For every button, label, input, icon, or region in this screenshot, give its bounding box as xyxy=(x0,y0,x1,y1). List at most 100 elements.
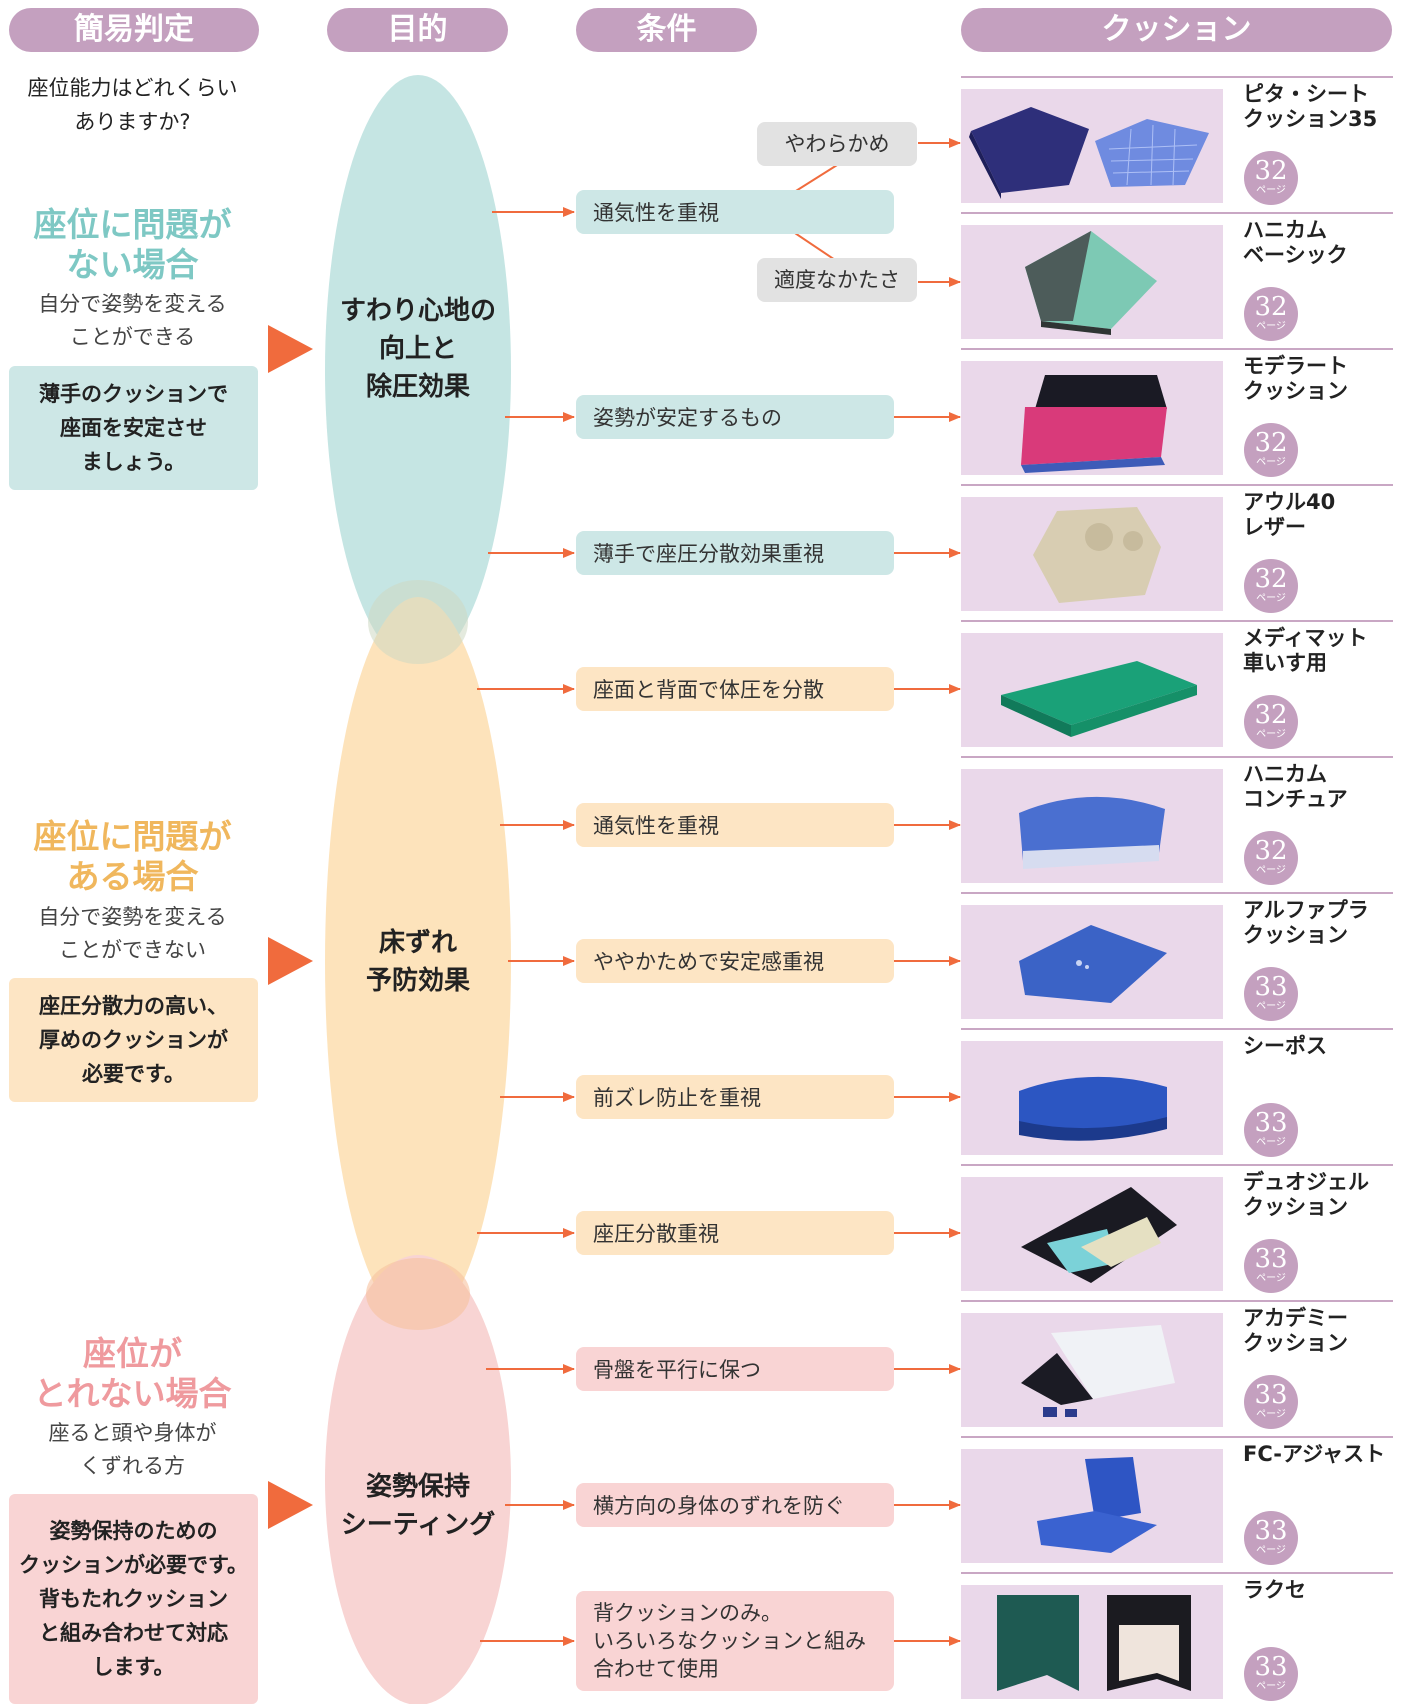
purpose-line: 除圧効果 xyxy=(365,372,470,402)
duo-gel-cushion-image xyxy=(961,1177,1223,1291)
condition-label: 通気性を重視 xyxy=(593,201,719,225)
product-name: FC-アジャスト xyxy=(1243,1442,1403,1467)
purpose-bedsore-prevention: 床ずれ 予防効果 xyxy=(318,924,518,1000)
page-number: 32 xyxy=(1254,156,1288,186)
advice-line: クッションが必要です。 xyxy=(19,1553,248,1577)
condition-item: 通気性を重視 xyxy=(576,190,894,234)
case-desc-line: くずれる方 xyxy=(80,1454,185,1478)
purpose-ellipses xyxy=(325,75,511,1704)
case-advice-no-problem: 薄手のクッションで 座面を安定させ ましょう。 xyxy=(9,366,258,490)
page-number: 32 xyxy=(1254,292,1288,322)
page-unit: ページ xyxy=(1256,1545,1286,1556)
case-desc-line: 座ると頭や身体が xyxy=(48,1421,217,1445)
page-unit: ページ xyxy=(1256,1273,1286,1284)
sub-condition-moderate: 適度なかたさ xyxy=(757,258,917,302)
advice-line: 必要です。 xyxy=(82,1062,185,1086)
product-name: アウル40 レザー xyxy=(1243,490,1403,540)
blue-gel-seat-cushion-image xyxy=(961,89,1223,203)
product-name: ハニカム ベーシック xyxy=(1243,218,1403,268)
case-desc-no-problem: 自分で姿勢を変える ことができる xyxy=(0,288,265,354)
header-cushion: クッション xyxy=(961,8,1392,52)
condition-item: 横方向の身体のずれを防ぐ xyxy=(576,1483,894,1527)
case-desc-cannot-sit: 座ると頭や身体が くずれる方 xyxy=(0,1417,265,1483)
advice-line: と組み合わせて対応 xyxy=(39,1621,228,1645)
purpose-ellipse-comfort xyxy=(325,75,511,665)
purpose-comfort: すわり心地の 向上と 除圧効果 xyxy=(318,292,518,406)
case-advice-has-problem: 座圧分散力の高い、 厚めのクッションが 必要です。 xyxy=(9,978,258,1102)
moderato-cushion-image xyxy=(961,361,1223,475)
product-name-line: 車いす用 xyxy=(1243,651,1327,675)
product-name-line: モデラート xyxy=(1243,354,1348,378)
page-number: 33 xyxy=(1254,1244,1288,1274)
product-name-line: コンチュア xyxy=(1243,787,1348,811)
case-title-line: ある場合 xyxy=(66,857,199,896)
product-name-line: シーポス xyxy=(1243,1034,1327,1058)
purpose-line: 予防効果 xyxy=(365,966,470,996)
case-title-cannot-sit: 座位が とれない場合 xyxy=(0,1334,265,1414)
page-number: 32 xyxy=(1254,564,1288,594)
case-title-line: 座位が xyxy=(83,1334,182,1373)
advice-line: 姿勢保持のための xyxy=(49,1519,218,1543)
question-line: ありますか? xyxy=(74,110,191,134)
condition-label: 合わせて使用 xyxy=(593,1657,719,1681)
product-name-line: レザー xyxy=(1243,515,1306,539)
purpose-line: 姿勢保持 xyxy=(365,1472,470,1502)
condition-label: 前ズレ防止を重視 xyxy=(593,1086,761,1110)
case-desc-line: 自分で姿勢を変える xyxy=(38,905,227,929)
product-name-line: ハニカム xyxy=(1243,762,1327,786)
c-pos-cushion-image xyxy=(961,1041,1223,1155)
sub-condition-soft: やわらかめ xyxy=(757,122,917,166)
product-name-line: メディマット xyxy=(1243,626,1368,650)
page-unit: ページ xyxy=(1256,185,1286,196)
case-title-has-problem: 座位に問題が ある場合 xyxy=(0,817,265,897)
product-name: ピタ・シート クッション35 xyxy=(1243,82,1403,132)
page-unit: ページ xyxy=(1256,865,1286,876)
product-name: アカデミー クッション xyxy=(1243,1306,1403,1356)
page-number: 32 xyxy=(1254,700,1288,730)
page-unit: ページ xyxy=(1256,457,1286,468)
condition-label: 姿勢が安定するもの xyxy=(593,406,782,430)
purpose-ellipse-bedsore xyxy=(325,597,511,1327)
product-name-line: クッション xyxy=(1243,1195,1348,1219)
condition-label: ややかためで安定感重視 xyxy=(593,950,824,974)
pointer-arrow-case-3 xyxy=(268,1481,313,1529)
product-name-line: クッション35 xyxy=(1243,107,1378,131)
fc-adjust-cushion-image xyxy=(961,1449,1223,1563)
page-number: 33 xyxy=(1254,1108,1288,1138)
alpha-pla-cushion-image xyxy=(961,905,1223,1019)
product-name-line: クッション xyxy=(1243,923,1348,947)
pointer-arrow-case-1 xyxy=(268,325,313,373)
question-line: 座位能力はどれくらい xyxy=(27,76,238,100)
honeycomb-basic-cushion-image xyxy=(961,225,1223,339)
header-judge: 簡易判定 xyxy=(9,8,259,52)
advice-line: します。 xyxy=(92,1655,175,1679)
purpose-line: 床ずれ xyxy=(378,928,457,958)
case-advice-cannot-sit: 姿勢保持のための クッションが必要です。 背もたれクッション と組み合わせて対応… xyxy=(9,1494,258,1704)
advice-line: 座面を安定させ xyxy=(60,416,207,440)
purpose-line: すわり心地の xyxy=(339,296,496,326)
seating-question: 座位能力はどれくらい ありますか? xyxy=(0,71,265,139)
purpose-ellipse-posture xyxy=(325,1255,511,1704)
condition-item: 背クッションのみ。 いろいろなクッションと組み 合わせて使用 xyxy=(576,1591,894,1691)
condition-item: 座圧分散重視 xyxy=(576,1211,894,1255)
ellipse-overlap-lower xyxy=(366,1258,470,1330)
